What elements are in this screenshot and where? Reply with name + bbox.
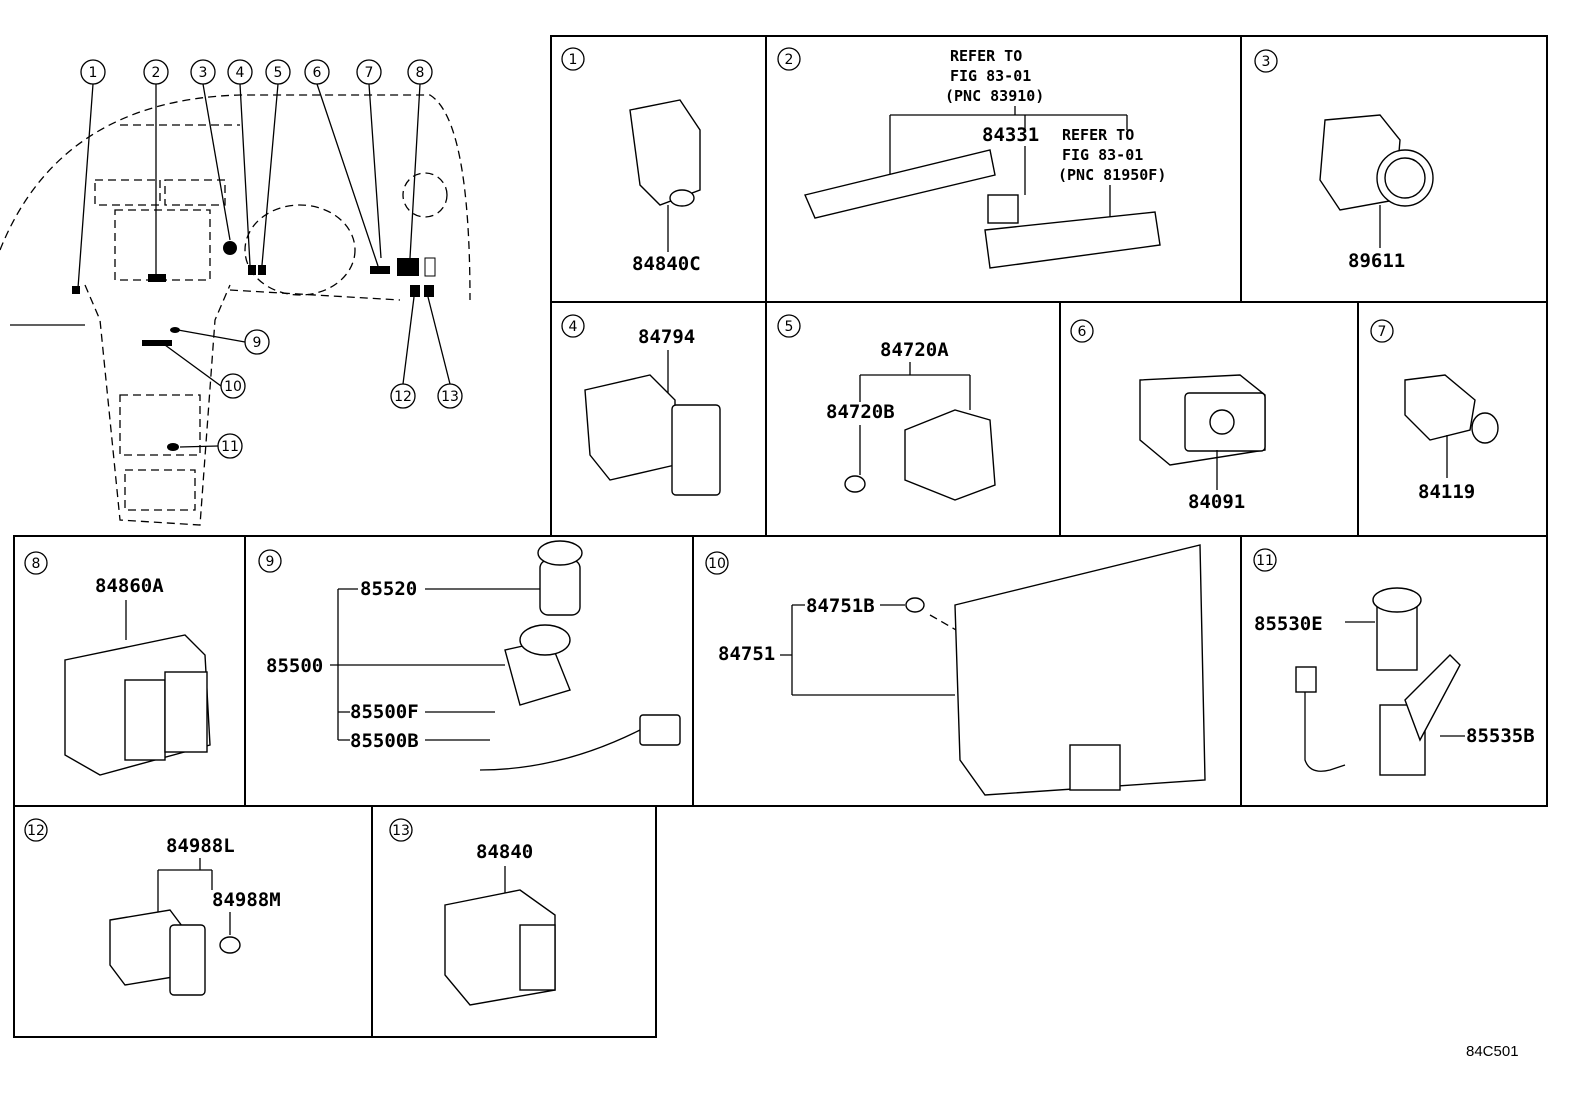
part-number-label: 85520 (360, 578, 417, 600)
callout-number: 12 (394, 389, 412, 405)
panel-12: 12 84988L 84988M (24, 818, 281, 996)
reference-note: (PNC 81950F) (1058, 166, 1166, 184)
marker-9 (170, 327, 180, 333)
panel-9: 9 85520 85500 85500F 85500B (258, 540, 681, 771)
callout-number: 11 (221, 439, 239, 455)
marker-3 (223, 241, 237, 255)
part-number-label: 84840C (632, 253, 701, 275)
callout-number: 2 (785, 52, 794, 68)
panel-10: 10 84751B 84751 (705, 544, 1206, 796)
callout-number: 13 (441, 389, 459, 405)
panel-11: 11 85530E 85535B (1253, 548, 1535, 776)
part-number-label: 84331 (982, 124, 1039, 146)
part-number-label: 85500B (350, 730, 419, 752)
part-number-label: 84988L (166, 835, 235, 857)
part-number-label: 85500 (266, 655, 323, 677)
marker-2 (148, 274, 166, 282)
part-number-label: 89611 (1348, 250, 1405, 272)
reference-note: (PNC 83910) (945, 87, 1044, 105)
callout-number: 9 (253, 335, 262, 351)
callout-number: 2 (152, 65, 161, 81)
callout-number: 5 (785, 319, 794, 335)
callout-number: 8 (416, 65, 425, 81)
part-number-label: 84720B (826, 401, 895, 423)
callout-number: 3 (1262, 54, 1271, 70)
callout-number: 11 (1256, 553, 1274, 569)
part-number-label: 84751B (806, 595, 875, 617)
panel-13: 13 84840 (389, 818, 556, 1006)
panel-grid (13, 35, 1548, 1038)
marker-12 (410, 285, 420, 297)
callout-number: 10 (224, 379, 242, 395)
panel-1: 1 84840C (561, 47, 701, 275)
part-number-label: 84091 (1188, 491, 1245, 513)
part-number-label: 85530E (1254, 613, 1323, 635)
callout-number: 3 (199, 65, 208, 81)
part-number-label: 84988M (212, 889, 281, 911)
callout-number: 13 (392, 823, 410, 839)
callout-number: 7 (365, 65, 374, 81)
part-number-label: 84794 (638, 326, 695, 348)
panel-7: 7 84119 (1370, 319, 1499, 503)
callout-number: 1 (89, 65, 98, 81)
callout-number: 6 (1078, 324, 1087, 340)
reference-note: FIG 83-01 (1062, 146, 1143, 164)
callout-number: 10 (708, 556, 726, 572)
dashboard-overview: 1 2 3 4 5 6 7 8 9 10 11 12 13 (0, 59, 471, 526)
marker-11 (167, 443, 179, 451)
callout-number: 6 (313, 65, 322, 81)
panel-2: 2 REFER TO FIG 83-01 (PNC 83910) REFER T… (777, 47, 1166, 269)
part-number-label: 84860A (95, 575, 164, 597)
marker-10 (142, 340, 172, 346)
callout-number: 9 (266, 554, 275, 570)
callout-number: 7 (1378, 324, 1387, 340)
callout-number: 8 (32, 556, 41, 572)
marker-4 (248, 265, 256, 275)
reference-note: REFER TO (1062, 126, 1134, 144)
marker-8b (424, 257, 436, 277)
marker-5 (258, 265, 266, 275)
part-number-label: 85500F (350, 701, 419, 723)
marker-6 (370, 266, 390, 274)
callout-number: 4 (236, 65, 245, 81)
callout-number: 5 (274, 65, 283, 81)
marker-8 (397, 258, 419, 276)
part-number-label: 85535B (1466, 725, 1535, 747)
part-number-label: 84751 (718, 643, 775, 665)
part-number-label: 84119 (1418, 481, 1475, 503)
panel-3: 3 89611 (1254, 49, 1434, 272)
part-number-label: 84840 (476, 841, 533, 863)
callout-number: 1 (569, 52, 578, 68)
marker-13 (424, 285, 434, 297)
callout-number: 4 (569, 319, 578, 335)
reference-note: FIG 83-01 (950, 67, 1031, 85)
panel-6: 6 84091 (1070, 319, 1266, 513)
panel-8: 8 84860A (24, 551, 211, 776)
overview-callouts: 1 2 3 4 5 6 7 8 9 10 11 12 13 (80, 59, 463, 459)
panel-5: 5 84720A 84720B (777, 314, 996, 501)
figure-code: 84C501 (1466, 1043, 1519, 1060)
callout-number: 12 (27, 823, 45, 839)
panel-4: 4 84794 (561, 314, 721, 496)
marker-1 (72, 286, 80, 294)
reference-note: REFER TO (950, 47, 1022, 65)
part-number-label: 84720A (880, 339, 949, 361)
